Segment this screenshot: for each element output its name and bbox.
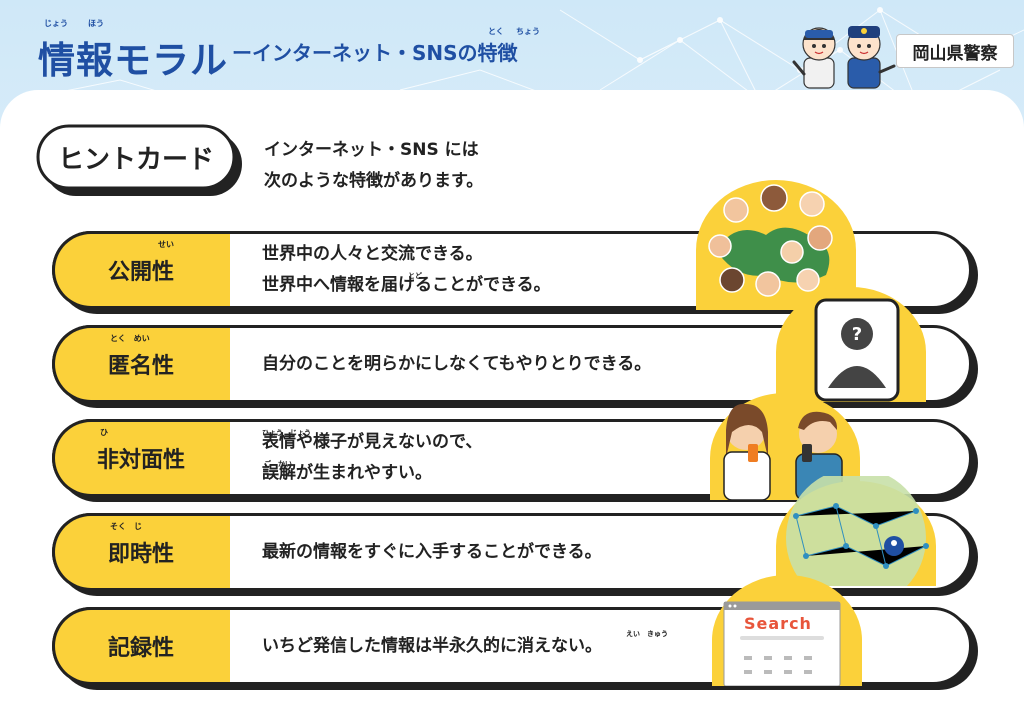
label-ruby: せい bbox=[158, 240, 174, 249]
feature-label: 記録性 bbox=[107, 636, 174, 661]
title-ruby-jou: じょう bbox=[44, 19, 68, 28]
hint-card-badge: ヒントカード bbox=[57, 144, 214, 175]
feature-label: 公開性 bbox=[107, 260, 174, 285]
hint-text: インターネット・SNS には 次のような特徴があります。 bbox=[264, 135, 483, 197]
desc-ruby-2: ご かい bbox=[264, 460, 292, 468]
feature-label: 非対面性 bbox=[96, 448, 185, 473]
page-subtitle: ーインターネット・SNSの特徴 bbox=[232, 41, 518, 65]
feature-description: 最新の情報をすぐに入手することができる。 bbox=[262, 541, 602, 562]
label-ruby: そく じ bbox=[110, 522, 142, 531]
police-badge: 岡山県警察 bbox=[896, 34, 1014, 68]
feature-description: 自分のことを明らかにしなくてもやりとりできる。 bbox=[262, 353, 652, 374]
feature-description: いちど発信した情報は半永久的に消えない。 bbox=[262, 635, 602, 656]
police-mascots-icon bbox=[792, 26, 896, 89]
anonymous-smartphone-icon: ? bbox=[776, 287, 926, 402]
hint-line-2: 次のような特徴があります。 bbox=[264, 171, 484, 191]
hint-line-1: インターネット・SNS には bbox=[264, 140, 479, 160]
feature-label: 匿名性 bbox=[107, 354, 174, 379]
search-word: Search bbox=[744, 614, 812, 633]
label-ruby: ひ bbox=[100, 428, 108, 437]
header: じょう ほう 情報モラル とく ちょう ーインターネット・SNSの特徴 岡山県警… bbox=[0, 0, 1024, 90]
svg-text:?: ? bbox=[852, 324, 862, 345]
world-people-icon bbox=[696, 180, 856, 310]
search-window-icon bbox=[712, 575, 862, 686]
people-using-phones-icon bbox=[710, 393, 860, 500]
feature-label: 即時性 bbox=[107, 542, 174, 567]
label-ruby: とく めい bbox=[110, 334, 150, 343]
desc-ruby: とど bbox=[408, 272, 422, 280]
feature-description: 表情や様子が見えないので、 誤解が生まれやすい。 bbox=[262, 432, 483, 483]
subtitle-ruby-toku: とく bbox=[488, 27, 504, 36]
desc-ruby: ひょう じょう bbox=[262, 429, 311, 437]
desc-ruby: えい きゅう bbox=[626, 630, 668, 638]
feature-description: 世界中の人々と交流できる。 世界中へ情報を届けることができる。 bbox=[262, 244, 551, 295]
global-network-icon bbox=[776, 476, 936, 586]
page-title: 情報モラル bbox=[38, 39, 228, 82]
subtitle-ruby-chou: ちょう bbox=[516, 27, 540, 36]
title-ruby-hou: ほう bbox=[88, 19, 104, 28]
hint-card-badge-shape bbox=[36, 124, 242, 196]
